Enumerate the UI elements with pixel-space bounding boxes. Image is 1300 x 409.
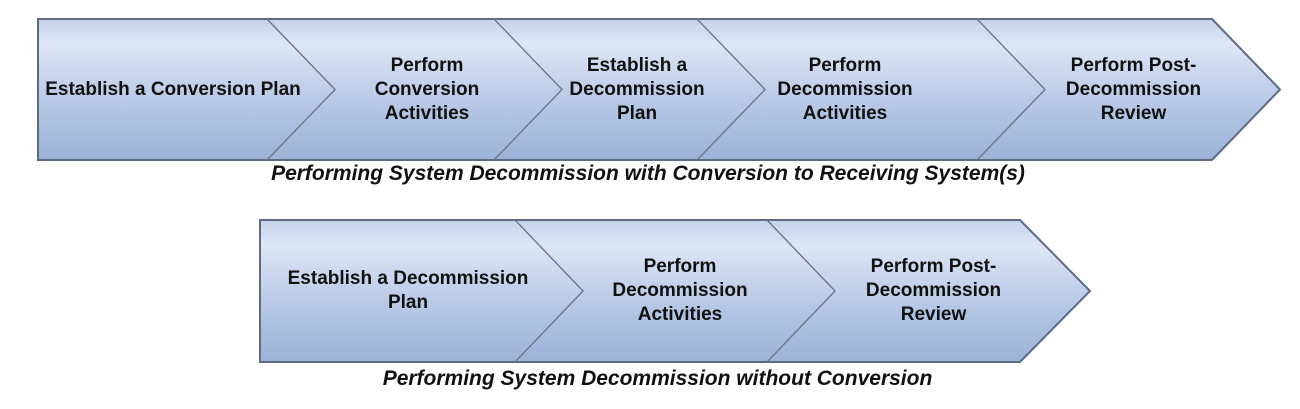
process-step-label: Establish a Conversion Plan — [45, 78, 301, 100]
chevron-band-flow1 — [37, 18, 1282, 161]
process-step-label: Establish a Decommission Plan — [287, 268, 529, 313]
process-step-label: Perform Decommission Activities — [612, 256, 748, 325]
chevron-divider — [266, 18, 336, 161]
process-step-label: Perform Post-Decommission Review — [865, 256, 1002, 325]
flow-caption: Performing System Decommission without C… — [382, 367, 933, 390]
chevron-divider — [976, 18, 1046, 161]
process-step-label: Establish a Decommission Plan — [569, 54, 705, 124]
process-step-label: Perform Decommission Activities — [777, 54, 913, 124]
process-step-label: Perform Conversion Activities — [374, 54, 480, 124]
chevron-divider — [493, 18, 563, 161]
flow-caption: Performing System Decommission with Conv… — [271, 162, 1025, 185]
chevron-divider — [514, 219, 584, 363]
chevron-divider — [696, 18, 766, 161]
process-step-label: Perform Post-Decommission Review — [1065, 54, 1202, 124]
chevron-band-flow2 — [259, 219, 1092, 363]
chevron-divider — [766, 219, 836, 363]
